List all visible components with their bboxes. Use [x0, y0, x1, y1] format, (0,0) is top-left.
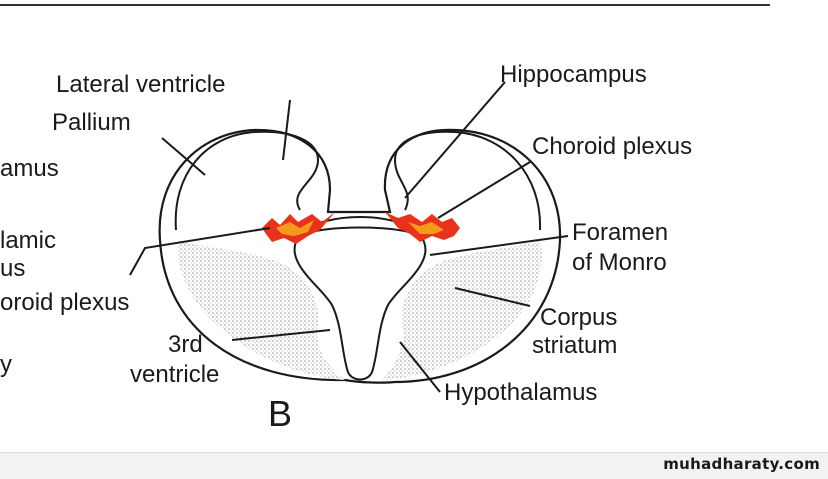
left-lateral-ventricle — [174, 130, 320, 231]
label-hypothalamus: Hypothalamus — [444, 379, 597, 406]
label-corpus-line1: Corpus — [540, 304, 617, 331]
top-rule — [0, 4, 770, 6]
label-choroid-plexus-right: Choroid plexus — [532, 133, 692, 160]
label-third-line1: 3rd — [168, 331, 203, 358]
brain-section-diagram: Lateral ventricle Pallium Hippocampus Ch… — [0, 61, 692, 434]
choroid-plexus-right — [385, 212, 460, 242]
pointer-lateral-ventricle — [282, 99, 291, 161]
right-lateral-ventricle — [393, 130, 542, 231]
pointer-hippocampus — [404, 81, 506, 199]
label-lateral-ventricle: Lateral ventricle — [56, 71, 225, 98]
label-foramen-line1: Foramen — [572, 219, 668, 246]
label-corpus-line2: striatum — [532, 332, 617, 359]
corpus-striatum-left — [177, 240, 345, 380]
pointer-hypothalamus — [399, 341, 441, 393]
pointer-corpus-striatum — [454, 287, 531, 307]
label-hippocampus: Hippocampus — [500, 61, 647, 88]
pointer-choroid-plexus-right — [437, 161, 531, 219]
panel-letter: B — [268, 393, 292, 434]
label-pallium: Pallium — [52, 109, 131, 136]
corpus-striatum-right — [382, 240, 542, 380]
pointer-pallium — [161, 137, 206, 176]
label-foramen-line2: of Monro — [572, 249, 667, 276]
cropped-label-2: lamic — [0, 227, 56, 254]
cropped-label-5: y — [0, 351, 12, 378]
cropped-label-1: amus — [0, 155, 59, 182]
label-third-line2: ventricle — [130, 361, 219, 388]
cropped-label-3: us — [0, 255, 25, 282]
cropped-label-4: oroid plexus — [0, 289, 129, 316]
choroid-plexus-left — [262, 212, 335, 244]
bottom-bar — [0, 452, 828, 479]
pointer-left-choroid-plexus — [129, 227, 271, 276]
pointer-third-ventricle — [231, 329, 331, 341]
pointer-foramen — [429, 235, 569, 256]
watermark: muhadharaty.com — [663, 455, 820, 473]
